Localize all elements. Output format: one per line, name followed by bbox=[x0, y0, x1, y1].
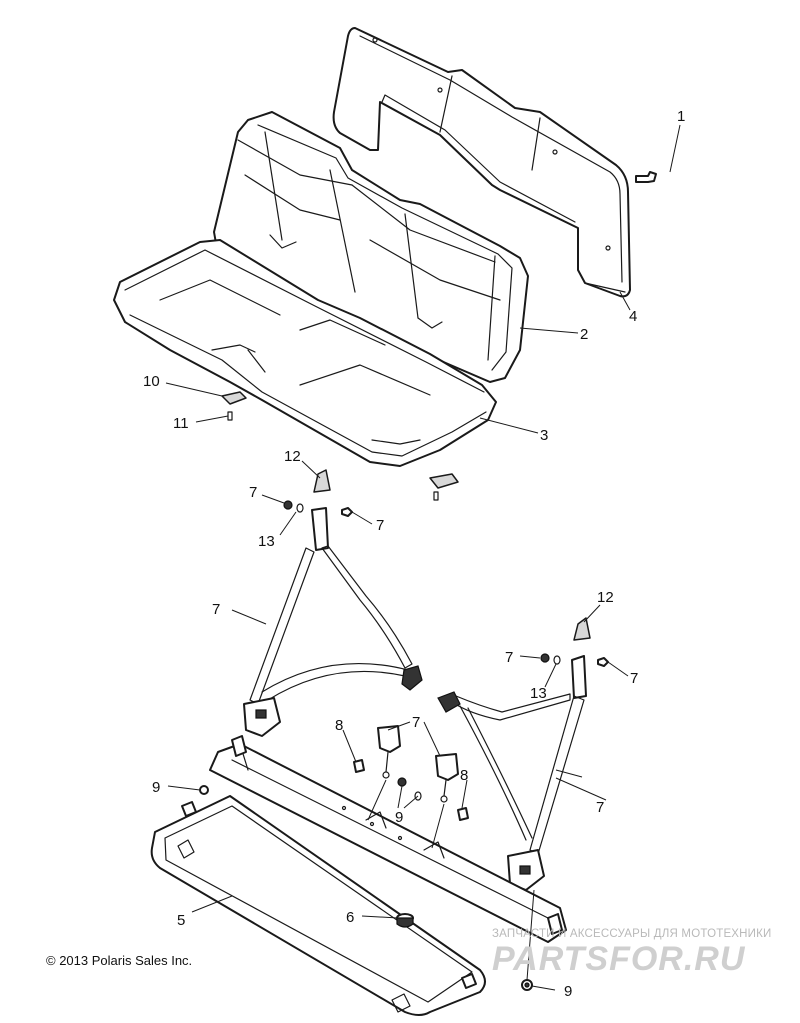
callout-12a: 12 bbox=[284, 448, 301, 465]
callout-2: 2 bbox=[580, 326, 588, 343]
callout-9c: 9 bbox=[564, 983, 572, 1000]
rubber-bumper bbox=[396, 913, 414, 928]
nut-washer-upper bbox=[283, 500, 353, 517]
nut-washer-right bbox=[540, 653, 609, 667]
watermark-brand: PARTSFOR.RU bbox=[492, 940, 746, 978]
callout-7f: 7 bbox=[412, 714, 420, 731]
callout-7c: 7 bbox=[212, 601, 220, 618]
callout-8a: 8 bbox=[335, 717, 343, 734]
callout-7a: 7 bbox=[249, 484, 257, 501]
callout-7d: 7 bbox=[505, 649, 513, 666]
callout-labels: 1 2 3 4 5 6 7 7 7 7 7 7 7 8 8 9 9 9 10 1… bbox=[143, 108, 685, 1000]
seat-base-cushion bbox=[113, 239, 497, 467]
callout-11: 11 bbox=[173, 415, 189, 432]
seat-bracket-left bbox=[221, 391, 247, 421]
callout-9b: 9 bbox=[395, 809, 403, 826]
callout-13a: 13 bbox=[258, 533, 275, 550]
callout-13b: 13 bbox=[530, 685, 547, 702]
callout-7b: 7 bbox=[376, 517, 384, 534]
callout-7g: 7 bbox=[596, 799, 604, 816]
leader-lines bbox=[165, 124, 681, 991]
seat-belt-right bbox=[437, 655, 587, 891]
copyright-notice: © 2013 Polaris Sales Inc. bbox=[46, 953, 193, 968]
screw-part-1 bbox=[635, 171, 657, 183]
callout-8b: 8 bbox=[460, 767, 468, 784]
callout-4: 4 bbox=[629, 308, 637, 325]
callout-6: 6 bbox=[346, 909, 354, 926]
callout-10: 10 bbox=[143, 373, 160, 390]
callout-7e: 7 bbox=[630, 670, 638, 687]
seat-bracket-right bbox=[429, 473, 459, 501]
watermark-subtitle: ЗАПЧАСТИ И АКСЕССУАРЫ ДЛЯ МОТОТЕХНИКИ bbox=[492, 928, 772, 940]
belt-anchor-bracket-right bbox=[573, 617, 591, 641]
seat-back-cover-panel bbox=[332, 27, 631, 298]
callout-9a: 9 bbox=[152, 779, 160, 796]
center-buckles bbox=[353, 725, 469, 821]
callout-5: 5 bbox=[177, 912, 185, 929]
callout-12b: 12 bbox=[597, 589, 614, 606]
seat-base-tray bbox=[150, 795, 486, 1016]
belt-anchor-bracket-upper bbox=[313, 469, 331, 493]
callout-3: 3 bbox=[540, 427, 548, 444]
seat-frame-crossbar bbox=[209, 735, 567, 943]
callout-1: 1 bbox=[677, 108, 685, 125]
seat-belt-left bbox=[243, 507, 423, 737]
